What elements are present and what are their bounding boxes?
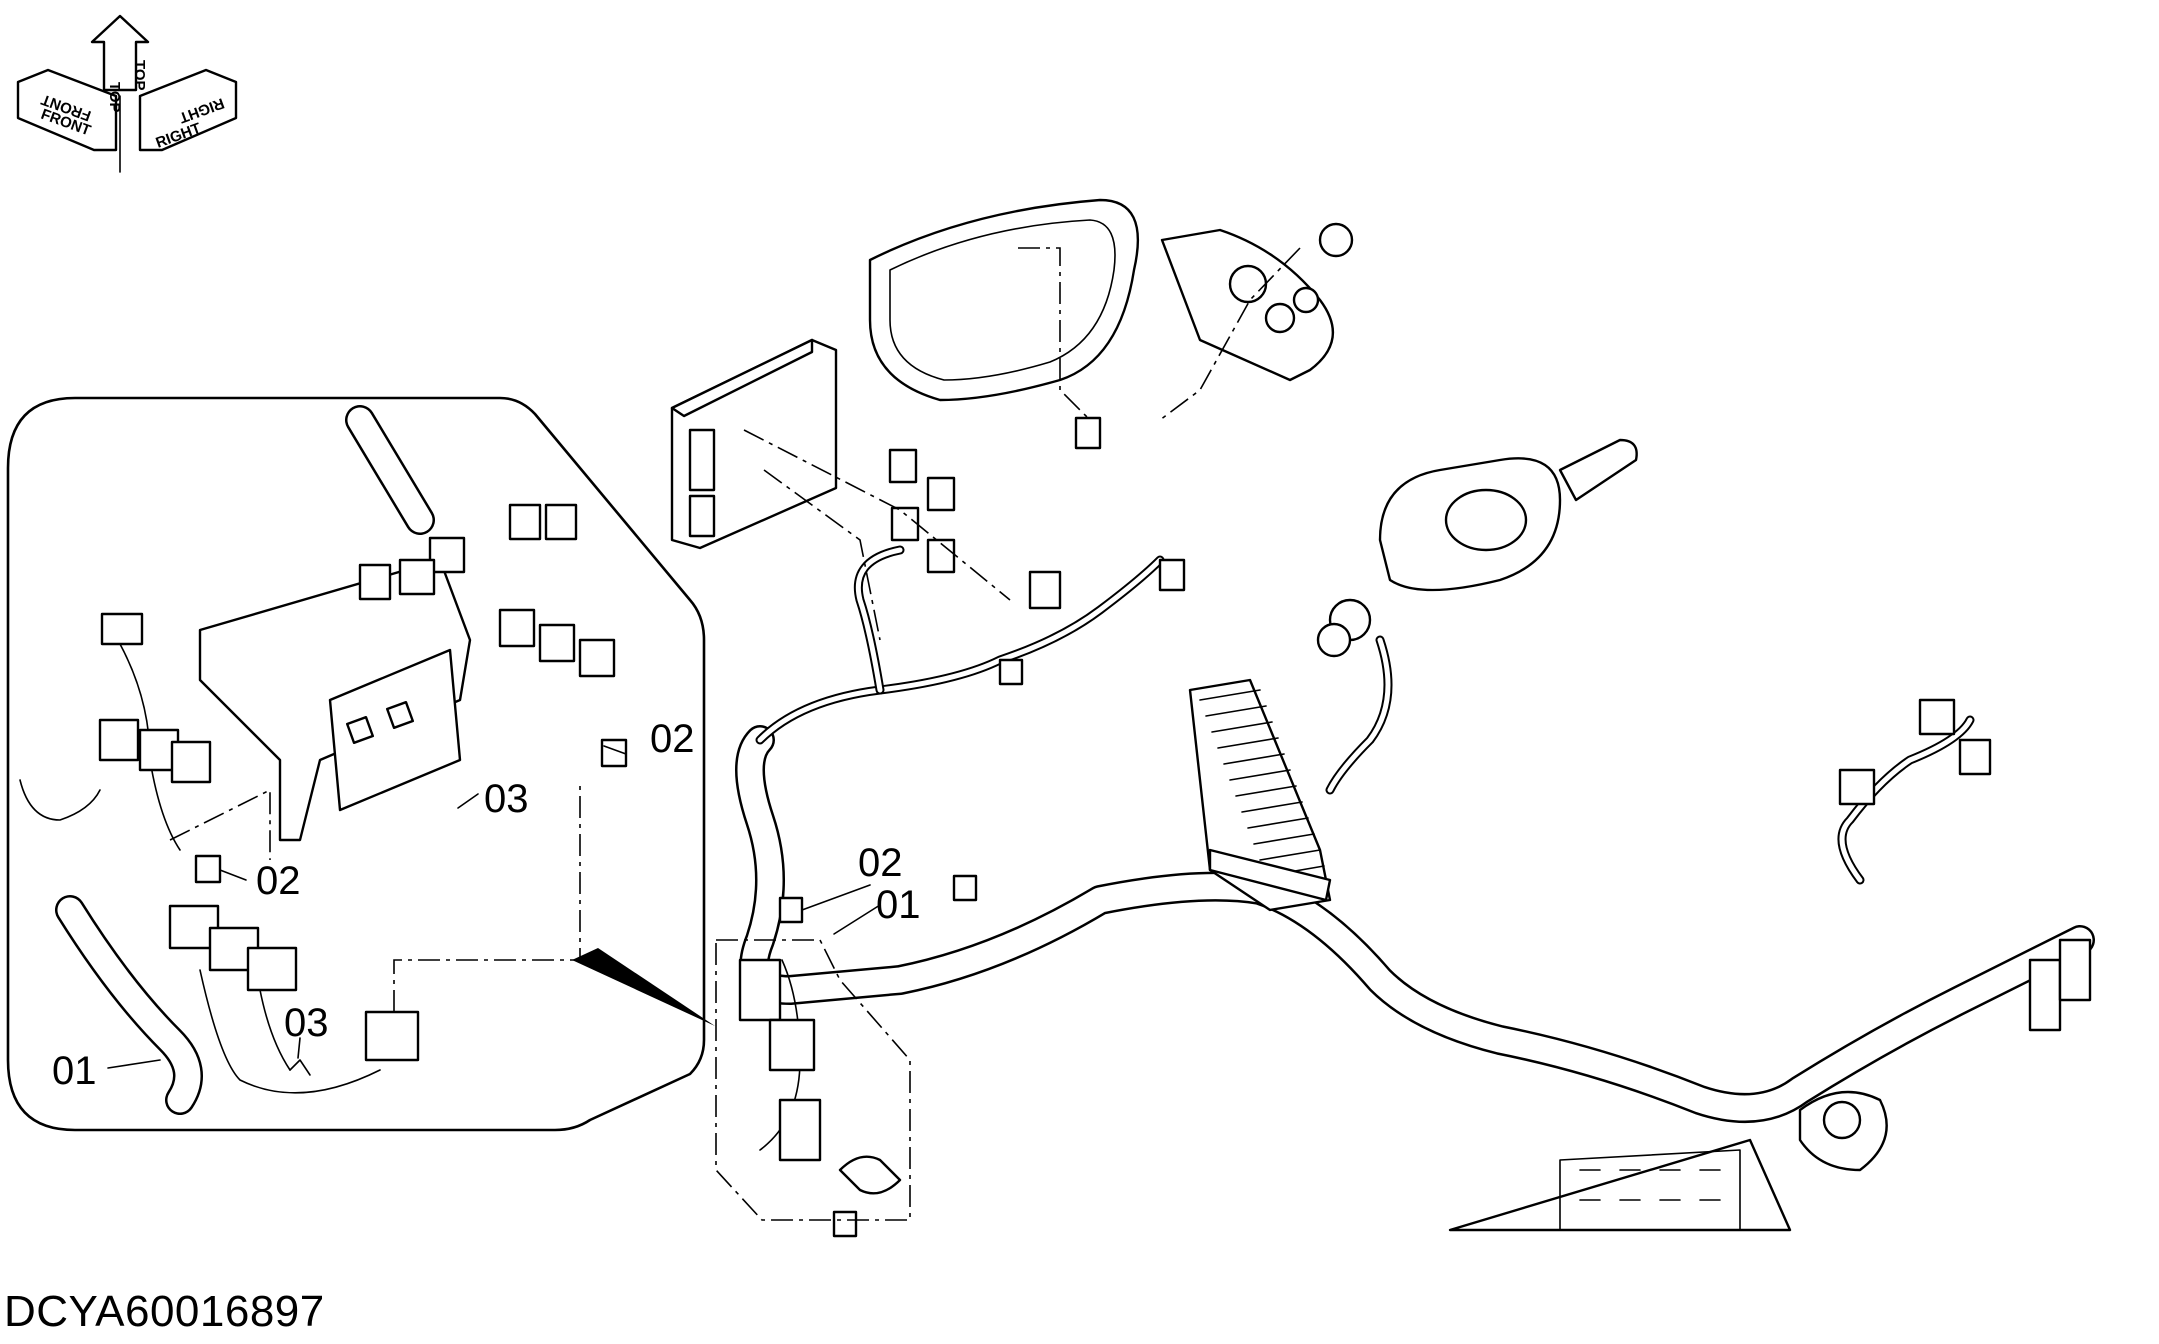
ecu-module <box>670 338 838 550</box>
main-harness <box>670 198 2095 1238</box>
orient-top-label-mirror: TOP <box>131 60 148 91</box>
callout-02-main: 02 <box>858 841 903 885</box>
combination-switch <box>1316 438 1638 795</box>
callout-03-inset-upper: 03 <box>484 777 529 821</box>
detail-inset <box>6 396 715 1132</box>
figure-id: DCYA60016897 <box>4 1287 325 1336</box>
callout-leaders <box>107 745 881 1069</box>
switch-panel <box>1159 222 1354 421</box>
callout-03-inset-lower: 03 <box>284 1001 329 1045</box>
instrument-cluster <box>868 198 1140 421</box>
orient-top-label: TOP <box>106 82 123 113</box>
callout-01-main: 01 <box>876 883 921 927</box>
orientation-indicator: FRONT FRONT TOP TOP RIGHT RIGHT <box>16 14 238 173</box>
right-side-assembly <box>1448 698 2092 1232</box>
callout-02-inset-upper: 02 <box>650 717 695 761</box>
callout-01-inset: 01 <box>52 1049 97 1093</box>
accelerator-pedal <box>1188 678 1332 912</box>
callout-02-inset-lower: 02 <box>256 859 301 903</box>
